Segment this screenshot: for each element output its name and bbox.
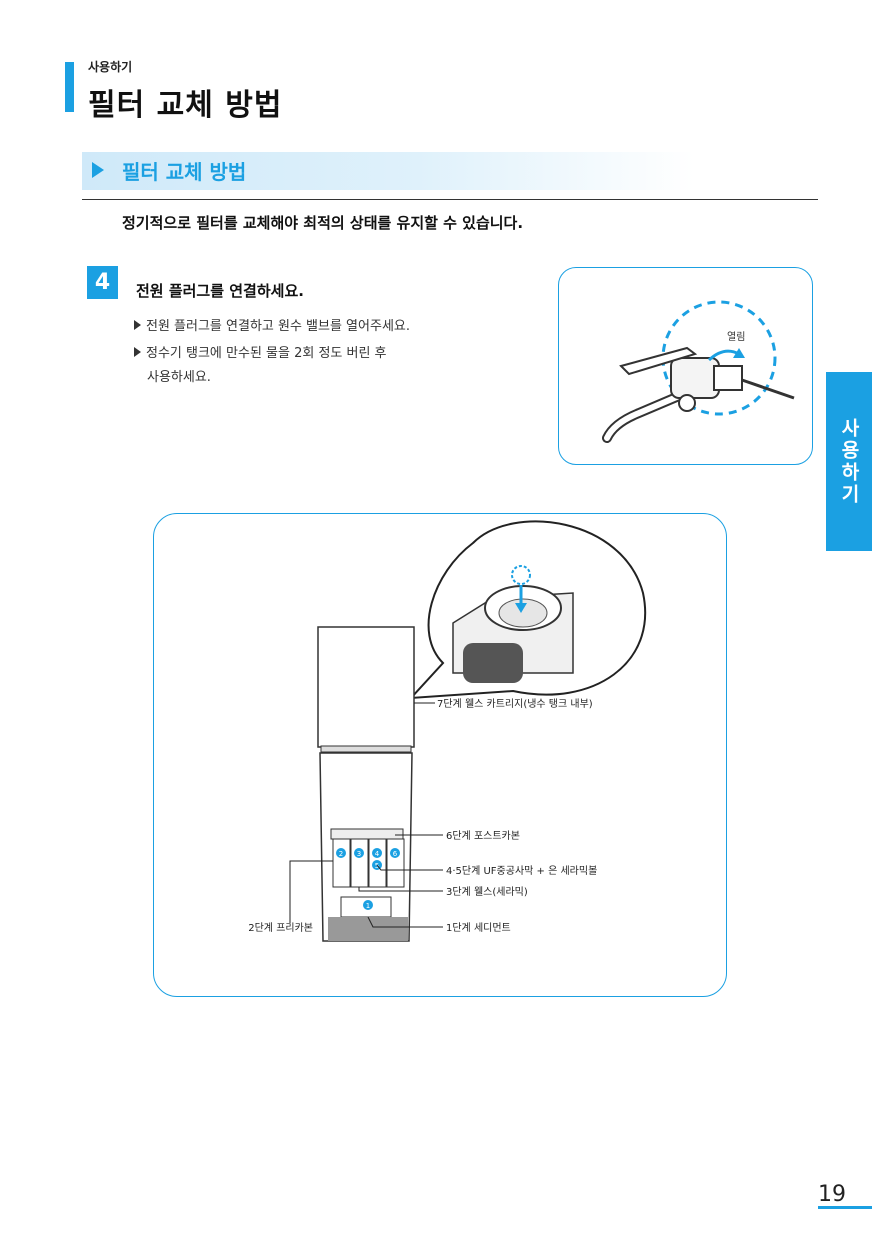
stage6-label: 6단계 포스트카본 xyxy=(446,830,520,842)
bullet-text: 전원 플러그를 연결하고 원수 밸브를 열어주세요. xyxy=(146,319,410,334)
subheading-band xyxy=(82,152,694,190)
stage45-label: 4·5단계 UF중공사막 + 은 세라믹볼 xyxy=(446,865,597,877)
section-label: 사용하기 xyxy=(88,60,133,74)
leader-line xyxy=(289,860,333,923)
cartridge-icon xyxy=(511,565,531,585)
page-title: 필터 교체 방법 xyxy=(88,88,283,123)
leader-line xyxy=(358,887,443,892)
intro-text: 정기적으로 필터를 교체해야 최적의 상태를 유지할 수 있습니다. xyxy=(122,214,524,232)
step-number-badge: 4 xyxy=(87,266,118,299)
stage-badge: 1 xyxy=(366,902,370,910)
water-hose xyxy=(741,378,795,400)
filter-cartridge xyxy=(332,838,351,888)
subheading-title: 필터 교체 방법 xyxy=(122,160,247,184)
page-number-underline xyxy=(818,1206,872,1209)
stage-badge: 6 xyxy=(393,850,398,858)
filter-diagram-frame xyxy=(153,513,727,997)
tank-window xyxy=(463,643,523,683)
valve-connector xyxy=(713,365,743,391)
stage2-label: 2단계 프리카본 xyxy=(248,922,313,934)
stage-badge: 3 xyxy=(357,850,361,858)
play-arrow-icon xyxy=(92,162,104,178)
bullet-text: 정수기 탱크에 만수된 물을 2회 정도 버린 후 xyxy=(146,346,387,361)
valve-body xyxy=(670,357,720,399)
filter-diagram: 2 3 4 6 5 1 7단계 웰스 카트리지(냉수 탱크 내부) 6단계 포스… xyxy=(248,520,647,942)
purifier-upper-body xyxy=(317,626,415,748)
page-number: 19 xyxy=(818,1182,846,1207)
side-section-tab: 사용하기 xyxy=(826,372,872,551)
stage-badge: 5 xyxy=(375,862,379,870)
title-accent-bar xyxy=(65,62,74,112)
step-title: 전원 플러그를 연결하세요. xyxy=(136,282,304,300)
bullet-text-continued: 사용하세요. xyxy=(147,370,211,385)
valve-illustration: 열림 xyxy=(602,300,795,443)
bullet-item: 전원 플러그를 연결하고 원수 밸브를 열어주세요. xyxy=(134,315,410,339)
stage-badge: 2 xyxy=(339,850,343,858)
bullet-item: 정수기 탱크에 만수된 물을 2회 정도 버린 후 사용하세요. xyxy=(134,342,387,390)
down-arrow-icon xyxy=(515,603,527,613)
bullet-triangle-icon xyxy=(134,347,141,357)
divider-line xyxy=(82,199,818,200)
stage3-label: 3단계 웰스(세라믹) xyxy=(446,886,528,898)
filter-cartridge xyxy=(350,838,369,888)
bullet-triangle-icon xyxy=(134,320,141,330)
base-tray xyxy=(328,917,408,941)
valve-handle xyxy=(619,346,698,376)
leader-line xyxy=(376,864,443,871)
stage-badge: 4 xyxy=(375,850,380,858)
stage1-label: 1단계 세디먼트 xyxy=(446,922,511,934)
filter-cartridge xyxy=(386,838,405,888)
open-label: 열림 xyxy=(727,331,745,343)
leader-line xyxy=(367,916,443,928)
valve-illustration-frame: 열림 xyxy=(558,267,813,465)
stage7-label: 7단계 웰스 카트리지(냉수 탱크 내부) xyxy=(437,698,593,710)
